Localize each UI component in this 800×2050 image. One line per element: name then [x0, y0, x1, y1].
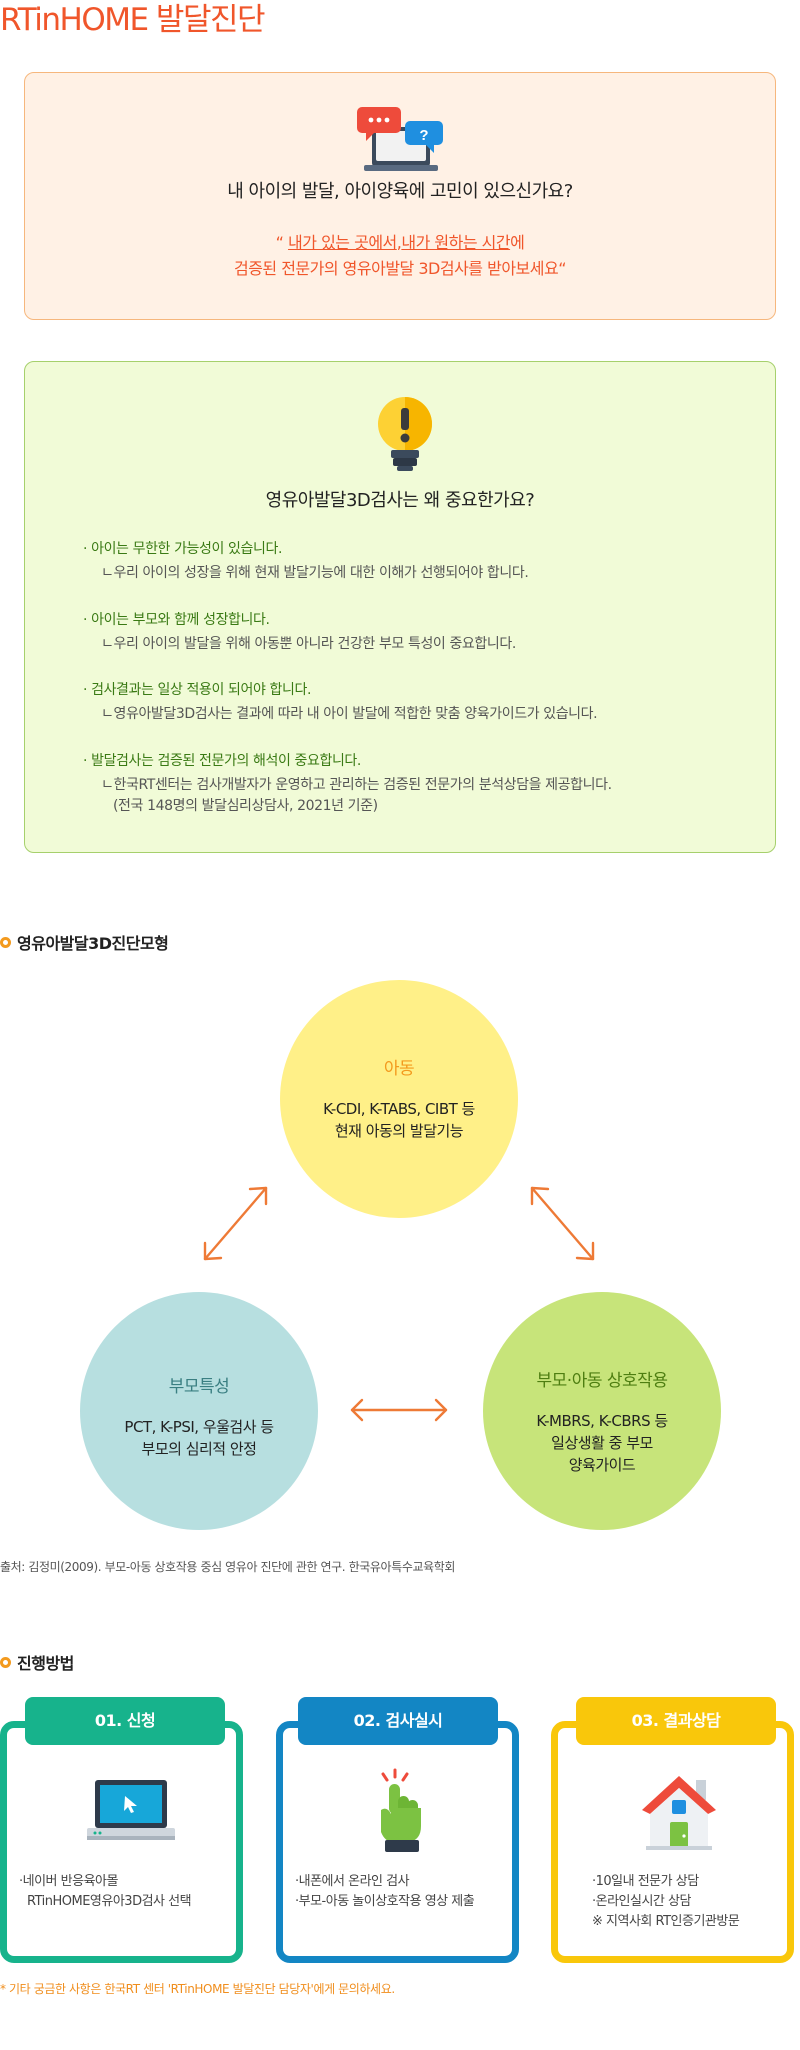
quote-place: 내가 있는 곳에서 [288, 233, 397, 252]
bullet-dot-icon [0, 1657, 11, 1668]
arrow-parent-interaction-icon [350, 1398, 448, 1422]
why-question: 영유아발달3D검사는 왜 중요한가요? [265, 490, 535, 511]
why-point-1: · 아이는 무한한 가능성이 있습니다. [83, 541, 283, 557]
child-title: 아동 [383, 1059, 415, 1079]
step-card-test: ·내폰에서 온라인 검사 ·부모-아동 놀이상호작용 영상 제출 [276, 1721, 519, 1963]
child-line2: 현재 아동의 발달기능 [334, 1122, 464, 1140]
interaction-title: 부모·아동 상호작용 [536, 1371, 668, 1391]
step1-line1: ·네이버 반응육아몰 [19, 1874, 118, 1889]
contact-note: * 기타 궁금한 사항은 한국RT 센터 'RTinHOME 발달진단 담당자'… [0, 1982, 395, 1996]
intro-box: ? 내 아이의 발달, 아이양육에 고민이 있으신가요? “ 내가 있는 곳에서… [24, 72, 776, 320]
interaction-line2: 일상생활 중 부모 [551, 1434, 653, 1452]
why-point-4: · 발달검사는 검증된 전문가의 해석이 중요합니다. [83, 753, 361, 769]
step2-line1: ·내폰에서 온라인 검사 [295, 1874, 410, 1889]
parent-title: 부모특성 [168, 1377, 230, 1397]
why-point-2: · 아이는 부모와 함께 성장합니다. [83, 612, 270, 628]
step1-line2: RTinHOME영유아3D검사 선택 [27, 1894, 192, 1909]
step-tab-test: 02. 검사실시 [298, 1697, 498, 1745]
interaction-line3: 양육가이드 [568, 1456, 636, 1474]
step-tab-apply: 01. 신청 [25, 1697, 225, 1745]
step-card-result: ·10일내 전문가 상담 ·온라인실시간 상담 ※ 지역사회 RT인증기관방문 [551, 1721, 794, 1963]
hand-click-icon [381, 1768, 421, 1852]
svg-text:?: ? [419, 127, 428, 144]
laptop-icon [87, 1780, 175, 1840]
why-point-3: · 검사결과는 일상 적용이 되어야 합니다. [83, 682, 312, 698]
child-line1: K-CDI, K-TABS, CIBT 등 [323, 1100, 475, 1118]
step-card-apply: ·네이버 반응육아몰 RTinHOME영유아3D검사 선택 [0, 1721, 243, 1963]
lightbulb-icon [378, 397, 432, 471]
step2-line2: ·부모-아동 놀이상호작용 영상 제출 [295, 1894, 475, 1909]
step3-line3: ※ 지역사회 RT인증기관방문 [592, 1914, 740, 1929]
step3-line1: ·10일내 전문가 상담 [592, 1874, 699, 1889]
why-desc-1: ㄴ우리 아이의 성장을 위해 현재 발달기능에 대한 이해가 선행되어야 합니다… [101, 565, 529, 581]
process-section-title: 진행방법 [0, 1650, 74, 1674]
chat-bubbles-icon: ? [357, 107, 443, 171]
intro-quote-line2: 검증된 전문가의 영유아발달 3D검사를 받아보세요“ [233, 259, 567, 278]
model-section-title: 영유아발달3D진단모형 [0, 930, 169, 954]
child-circle: 아동 K-CDI, K-TABS, CIBT 등 현재 아동의 발달기능 [280, 980, 518, 1218]
step-tab-result: 03. 결과상담 [576, 1697, 776, 1745]
why-desc-4: ㄴ한국RT센터는 검사개발자가 운영하고 관리하는 검증된 전문가의 분석상담을… [101, 777, 612, 793]
why-desc-2: ㄴ우리 아이의 발달을 위해 아동뿐 아니라 건강한 부모 특성이 중요합니다. [101, 636, 516, 652]
why-box: 영유아발달3D검사는 왜 중요한가요? · 아이는 무한한 가능성이 있습니다.… [24, 361, 776, 853]
why-desc-3: ㄴ영유아발달3D검사는 결과에 따라 내 아이 발달에 적합한 맞춤 양육가이드… [101, 706, 598, 722]
parent-line2: 부모의 심리적 안정 [141, 1440, 257, 1458]
parent-circle: 부모특성 PCT, K-PSI, 우울검사 등 부모의 심리적 안정 [80, 1292, 318, 1530]
parent-line1: PCT, K-PSI, 우울검사 등 [124, 1418, 274, 1436]
step3-line2: ·온라인실시간 상담 [592, 1894, 691, 1909]
why-desc-4-note: (전국 148명의 발달심리상담사, 2021년 기준) [113, 798, 378, 814]
arrow-child-parent-icon [203, 1186, 268, 1261]
quote-time: 내가 원하는 시간 [401, 233, 511, 252]
interaction-circle: 부모·아동 상호작용 K-MBRS, K-CBRS 등 일상생활 중 부모 양육… [483, 1292, 721, 1530]
house-icon [642, 1776, 716, 1850]
page-title: RTinHOME 발달진단 [0, 2, 266, 38]
intro-quote-line1: “ 내가 있는 곳에서,내가 원하는 시간에 [275, 233, 525, 252]
bullet-dot-icon [0, 937, 11, 948]
arrow-child-interaction-icon [530, 1186, 595, 1261]
intro-question: 내 아이의 발달, 아이양육에 고민이 있으신가요? [227, 181, 573, 202]
model-source: 출처: 김정미(2009). 부모-아동 상호작용 중심 영유아 진단에 관한 … [0, 1560, 456, 1574]
interaction-line1: K-MBRS, K-CBRS 등 [536, 1412, 668, 1430]
